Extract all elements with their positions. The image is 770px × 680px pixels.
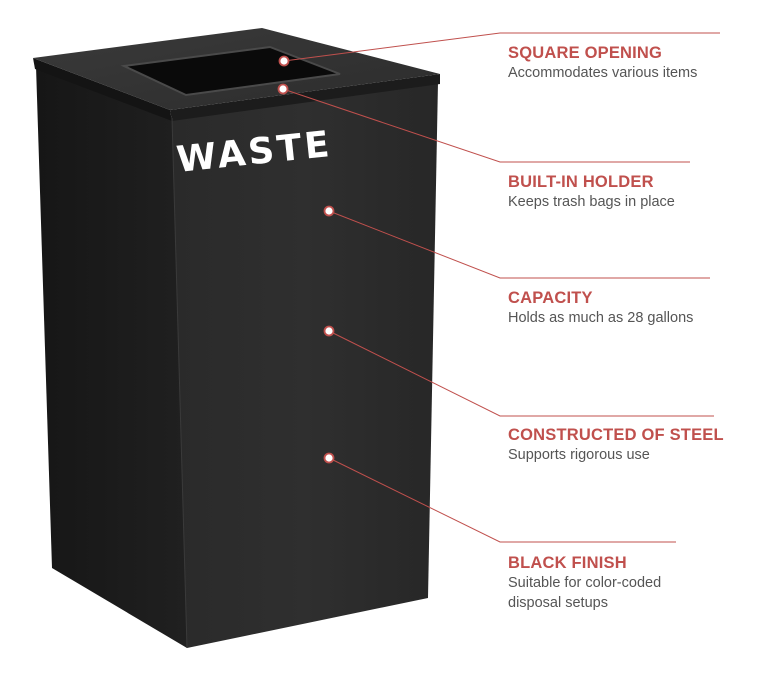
bin-side-face [36,66,187,648]
callout-marker [323,325,335,337]
callout-marker [323,205,335,217]
feature-description: Keeps trash bags in place [508,194,675,210]
bin-edge-highlight [171,117,188,649]
feature-built-in-holder: BUILT-IN HOLDER Keeps trash bags in plac… [508,172,763,212]
callout-line [282,88,690,163]
bin-front-face [172,82,438,648]
feature-title: CAPACITY [508,289,593,307]
bin-lid-side-edge [33,58,172,121]
feature-black-finish: BLACK FINISH Suitable for color-coded di… [508,553,708,613]
bin-lid-front-edge [170,74,440,121]
callout-marker [278,55,290,67]
feature-title: BUILT-IN HOLDER [508,173,654,191]
feature-description: Accommodates various items [508,65,698,81]
callout-marker [323,452,335,464]
callout-line [283,32,720,62]
feature-title: SQUARE OPENING [508,44,663,62]
callout-line [328,330,714,417]
feature-title: CONSTRUCTED OF STEEL [508,426,724,444]
feature-title: BLACK FINISH [508,554,627,572]
waste-bin: WASTE [33,28,440,649]
callout-line [328,457,676,543]
callout-marker [277,83,289,95]
feature-description: Suitable for color-coded disposal setups [508,575,662,611]
feature-description: Holds as much as 28 gallons [508,310,694,326]
feature-square-opening: SQUARE OPENING Accommodates various item… [508,43,763,83]
callout-line [328,210,710,279]
feature-constructed-of-steel: CONSTRUCTED OF STEEL Supports rigorous u… [508,425,763,465]
feature-capacity: CAPACITY Holds as much as 28 gallons [508,288,763,328]
feature-description: Supports rigorous use [508,447,650,463]
callouts [277,32,720,543]
